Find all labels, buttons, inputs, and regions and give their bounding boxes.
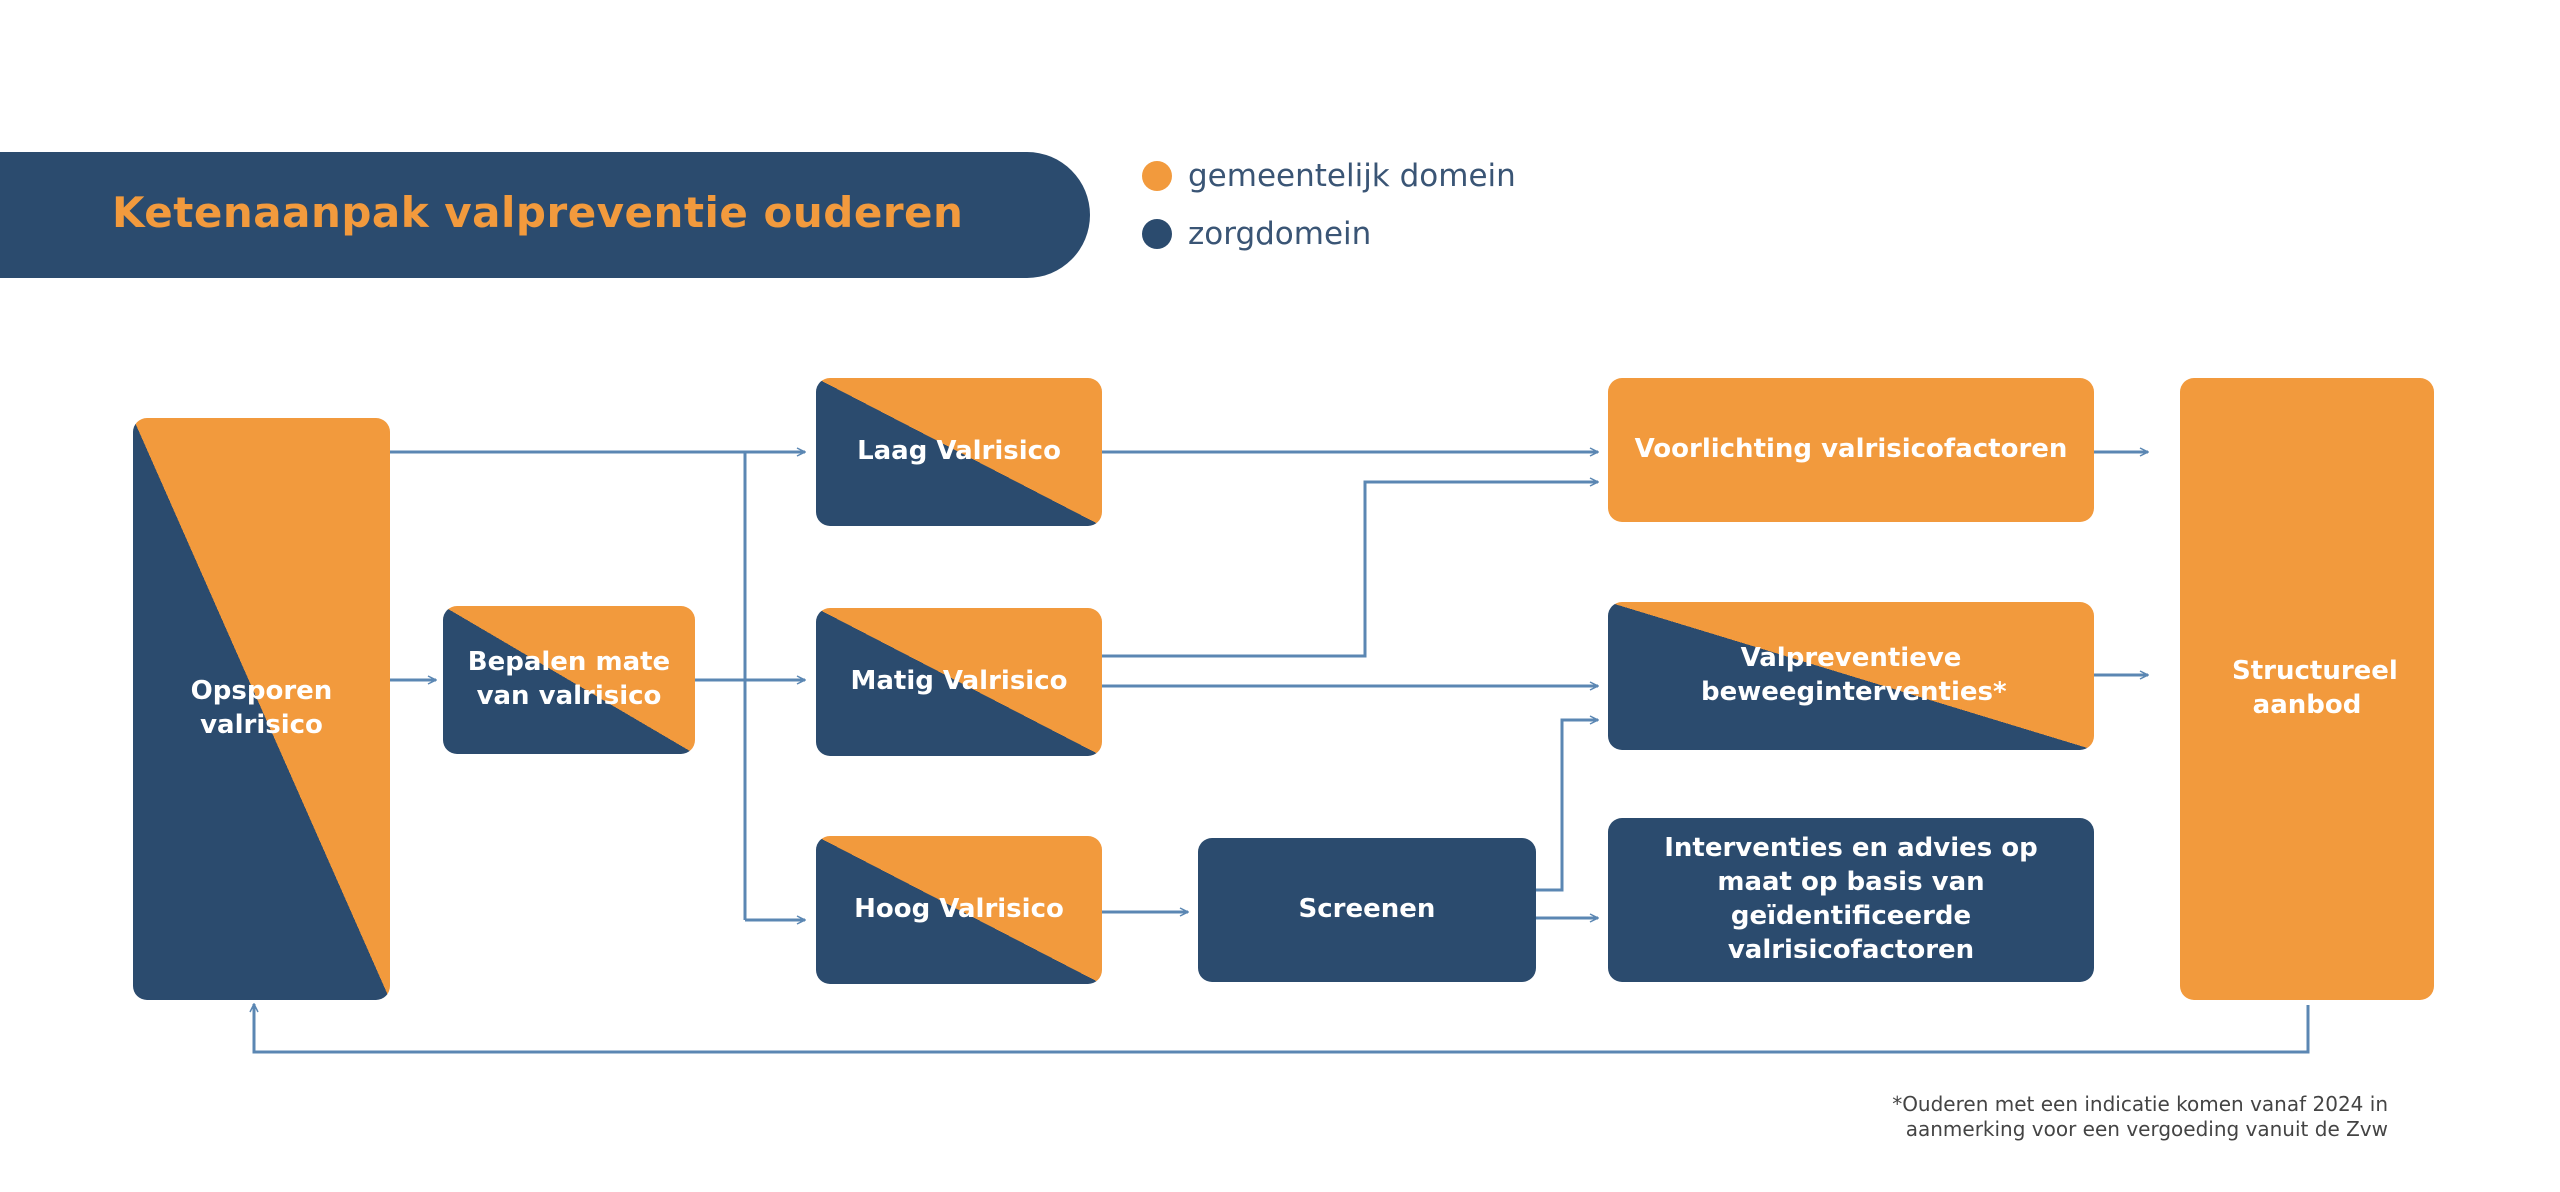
legend-item-gemeentelijk: gemeentelijk domein xyxy=(1142,158,1516,194)
node-voorlichting-valrisicofactoren: Voorlichting valrisicofactoren xyxy=(1608,378,2094,522)
arrow-screenen-valpreventieve xyxy=(1536,720,1598,892)
node-laag-valrisico: Laag Valrisico xyxy=(816,378,1102,526)
node-label: Opsporen valrisico xyxy=(190,676,333,740)
node-label: Hoog Valrisico xyxy=(854,894,1064,925)
legend-swatch-orange xyxy=(1142,161,1172,191)
node-label: Laag Valrisico xyxy=(857,436,1061,467)
node-interventies-advies: Interventies en advies op maat op basis … xyxy=(1608,818,2094,982)
arrow-matig-voorlichting xyxy=(1102,482,1598,658)
footnote: *Ouderen met een indicatie komen vanaf 2… xyxy=(1892,1092,2388,1142)
node-opsporen-valrisico: Opsporen valrisico xyxy=(133,418,390,1000)
node-structureel-aanbod: Structureel aanbod xyxy=(2180,378,2434,1000)
node-hoog-valrisico: Hoog Valrisico xyxy=(816,836,1102,984)
node-label: Structureel aanbod xyxy=(2232,656,2398,720)
node-label: Interventies en advies op maat op basis … xyxy=(1664,833,2038,965)
node-valpreventieve-beweeginterventies: Valpreventieve beweeginterventies* xyxy=(1608,602,2094,750)
title-banner xyxy=(0,152,1090,278)
arrow-feedback-loop xyxy=(254,1004,2310,1054)
node-bepalen-mate: Bepalen mate van valrisico xyxy=(443,606,695,754)
node-screenen: Screenen xyxy=(1198,838,1536,982)
footnote-line: *Ouderen met een indicatie komen vanaf 2… xyxy=(1892,1092,2388,1116)
page-title: Ketenaanpak valpreventie ouderen xyxy=(112,188,964,237)
node-label: Screenen xyxy=(1298,894,1436,925)
legend-item-zorg: zorgdomein xyxy=(1142,216,1371,252)
node-label: Bepalen mate van valrisico xyxy=(467,647,671,711)
legend-label: zorgdomein xyxy=(1188,216,1372,252)
node-matig-valrisico: Matig Valrisico xyxy=(816,608,1102,756)
node-label: Valpreventieve beweeginterventies* xyxy=(1701,643,2007,707)
footnote-line: aanmerking voor een vergoeding vanuit de… xyxy=(1905,1117,2388,1141)
legend-swatch-navy xyxy=(1142,219,1172,249)
node-label: Matig Valrisico xyxy=(850,666,1068,697)
legend-label: gemeentelijk domein xyxy=(1188,158,1516,194)
node-label: Voorlichting valrisicofactoren xyxy=(1634,434,2068,465)
